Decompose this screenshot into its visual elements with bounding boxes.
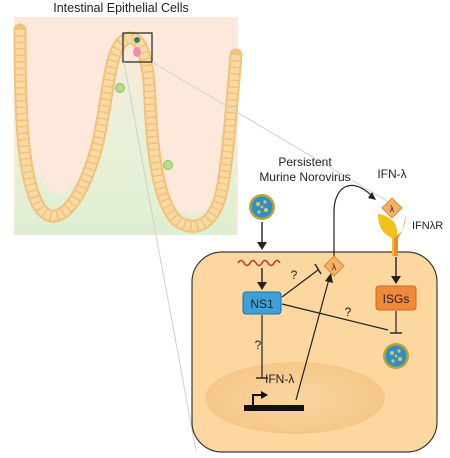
zoom-line	[151, 61, 395, 206]
tuft-cell	[133, 47, 141, 57]
rna-strand-icon	[237, 259, 281, 267]
ns1-inhibit-clearance	[281, 303, 389, 331]
secretion-arrow	[333, 184, 373, 256]
question-mark: ?	[291, 268, 298, 282]
ifn-lambda-receptor-icon	[378, 214, 406, 256]
promoter-arrow-icon	[252, 394, 262, 405]
infected-cell	[115, 83, 125, 93]
nucleus	[205, 362, 385, 434]
ifn-lambda-label: IFN-λ	[377, 167, 406, 181]
ifn-lambda-ligand-icon	[323, 255, 345, 277]
inhibit-bar	[314, 263, 322, 275]
figure-title: Intestinal Epithelial Cells	[53, 1, 189, 15]
gene-bar-icon	[244, 405, 304, 411]
virus-dot	[134, 37, 140, 43]
zoom-line	[123, 61, 197, 452]
receptor-ligand-lambda-glyph: λ	[390, 204, 395, 214]
isgs-label: ISGs	[383, 292, 410, 306]
ifn-lambda-gene-label: IFN-λ	[265, 372, 294, 386]
virus-icon	[249, 194, 275, 220]
entry-arrowhead	[257, 242, 267, 250]
question-mark: ?	[255, 338, 262, 352]
ligand-lambda-glyph: λ	[332, 262, 337, 272]
virus-label-line1: Persistent	[278, 155, 332, 169]
isgs-box	[375, 285, 417, 311]
ns1-label: NS1	[250, 297, 274, 311]
secretion-arrowhead	[368, 192, 376, 200]
expression-arrow	[295, 278, 330, 401]
receptor-bound-ligand-icon	[381, 197, 403, 219]
villus-lumen	[14, 28, 236, 235]
virus-icon	[383, 343, 409, 369]
translation-arrowhead	[257, 282, 267, 290]
infected-cell	[163, 160, 173, 170]
zoom-box	[122, 32, 153, 63]
ns1-inhibit-secretion	[281, 269, 319, 298]
signaling-arrowhead	[391, 276, 401, 284]
expression-arrowhead	[325, 273, 333, 283]
virus-label-line2: Murine Norovirus	[259, 170, 350, 184]
promoter-arrowhead	[261, 391, 268, 399]
ifn-receptor-label: IFNλR	[412, 220, 443, 232]
ns1-box	[242, 291, 282, 315]
question-mark: ?	[345, 305, 352, 319]
